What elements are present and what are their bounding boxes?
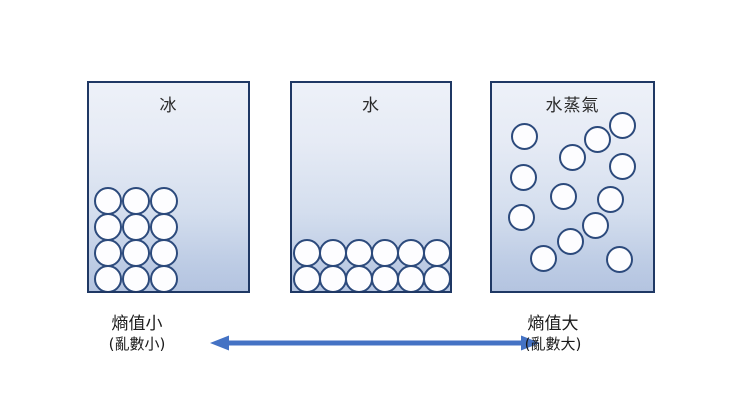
molecule <box>582 212 609 239</box>
phase-label-vapor: 水蒸氣 <box>545 96 600 116</box>
molecule <box>122 265 150 291</box>
container-ice: 冰 <box>87 81 250 293</box>
entropy-label-low: 熵值小 (亂數小) <box>62 313 212 355</box>
molecule <box>371 239 399 267</box>
molecule <box>122 239 150 267</box>
molecule <box>508 204 535 231</box>
molecule <box>150 213 178 241</box>
molecule <box>584 126 611 153</box>
molecule <box>293 239 321 267</box>
molecule <box>150 239 178 267</box>
molecule <box>345 265 373 291</box>
molecule <box>597 186 624 213</box>
molecule <box>94 265 122 291</box>
molecule <box>606 246 633 273</box>
entropy-label-low-main: 熵值小 <box>111 314 163 334</box>
molecule <box>150 187 178 215</box>
molecule <box>559 144 586 171</box>
container-water: 水 <box>290 81 452 293</box>
molecule <box>510 164 537 191</box>
entropy-label-high: 熵值大 (亂數大) <box>478 313 628 355</box>
molecule <box>557 228 584 255</box>
molecule <box>94 213 122 241</box>
molecule <box>319 265 347 291</box>
molecule <box>319 239 347 267</box>
molecule <box>94 187 122 215</box>
molecule <box>550 183 577 210</box>
molecule <box>293 265 321 291</box>
phase-label-ice: 冰 <box>159 96 178 116</box>
molecule <box>397 239 425 267</box>
molecule <box>511 123 538 150</box>
molecule <box>371 265 399 291</box>
entropy-label-low-sub: (亂數小) <box>108 335 166 354</box>
entropy-double-arrow-icon <box>210 335 540 351</box>
molecule <box>94 239 122 267</box>
molecule <box>609 153 636 180</box>
molecule <box>345 239 373 267</box>
molecule <box>397 265 425 291</box>
molecule <box>122 213 150 241</box>
container-vapor: 水蒸氣 <box>490 81 655 293</box>
molecule <box>122 187 150 215</box>
entropy-label-high-main: 熵值大 <box>527 314 579 334</box>
molecule <box>530 245 557 272</box>
entropy-label-high-sub: (亂數大) <box>524 335 582 354</box>
phase-label-water: 水 <box>362 96 380 116</box>
molecule <box>609 112 636 139</box>
molecule <box>423 265 450 291</box>
molecule <box>150 265 178 291</box>
molecule <box>423 239 450 267</box>
